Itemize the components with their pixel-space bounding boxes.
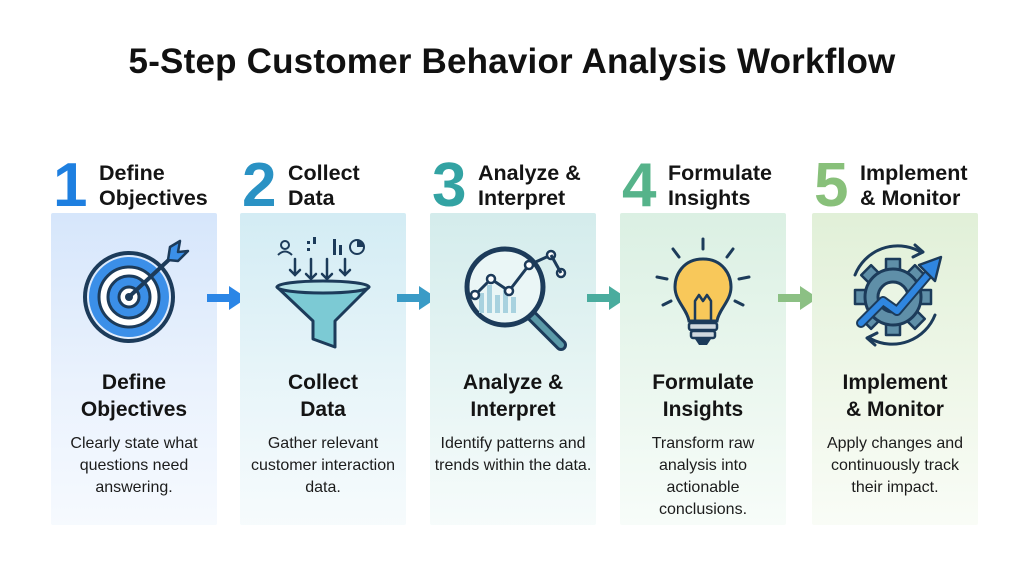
step-heading: Formulate Insights bbox=[668, 161, 772, 210]
step-description: Transform raw analysis into actionable c… bbox=[651, 435, 755, 518]
arrow-right-icon bbox=[587, 286, 627, 310]
step-4: 4 Formulate Insights Formulate Insights … bbox=[620, 155, 788, 525]
step-description: Identify patterns and trends within the … bbox=[434, 435, 592, 474]
step-number: 4 bbox=[622, 151, 657, 220]
step-heading: Implement & Monitor bbox=[860, 161, 968, 210]
step-heading: Analyze & Interpret bbox=[478, 161, 581, 210]
magnifier-chart-icon bbox=[464, 246, 567, 351]
arrow-right-icon bbox=[207, 286, 247, 310]
step-panel bbox=[240, 213, 406, 525]
arrow-right-icon bbox=[778, 286, 818, 310]
step-number: 3 bbox=[432, 151, 467, 220]
step-name: Formulate Insights bbox=[652, 371, 754, 421]
step-5: 5 Implement & Monitor Implem bbox=[812, 155, 980, 525]
step-3: 3 Analyze & Interpret Analyze & Interpre… bbox=[430, 155, 598, 525]
step-2: 2 Collect Data Collect Data Gather relev… bbox=[240, 155, 408, 525]
step-name: Collect Data bbox=[287, 371, 358, 421]
step-name: Implement & Monitor bbox=[842, 371, 948, 421]
step-1: 1 Define Objectives Define Objectives Cl… bbox=[51, 155, 219, 525]
gear-growth-icon bbox=[853, 243, 943, 347]
step-description: Clearly state what questions need answer… bbox=[70, 435, 198, 496]
step-name: Analyze & Interpret bbox=[462, 371, 564, 421]
page-title: 5-Step Customer Behavior Analysis Workfl… bbox=[128, 42, 896, 81]
step-heading: Define Objectives bbox=[99, 161, 208, 210]
target-icon bbox=[83, 239, 190, 343]
step-description: Apply changes and continuously track the… bbox=[826, 435, 964, 496]
step-heading: Collect Data bbox=[288, 161, 360, 210]
step-number: 1 bbox=[53, 151, 88, 220]
step-description: Gather relevant customer interaction dat… bbox=[250, 435, 396, 496]
funnel-icon bbox=[275, 237, 371, 349]
lightbulb-icon bbox=[655, 237, 751, 345]
step-number: 2 bbox=[242, 151, 277, 220]
step-number: 5 bbox=[814, 151, 849, 220]
step-name: Define Objectives bbox=[80, 371, 188, 421]
arrow-right-icon bbox=[397, 286, 437, 310]
